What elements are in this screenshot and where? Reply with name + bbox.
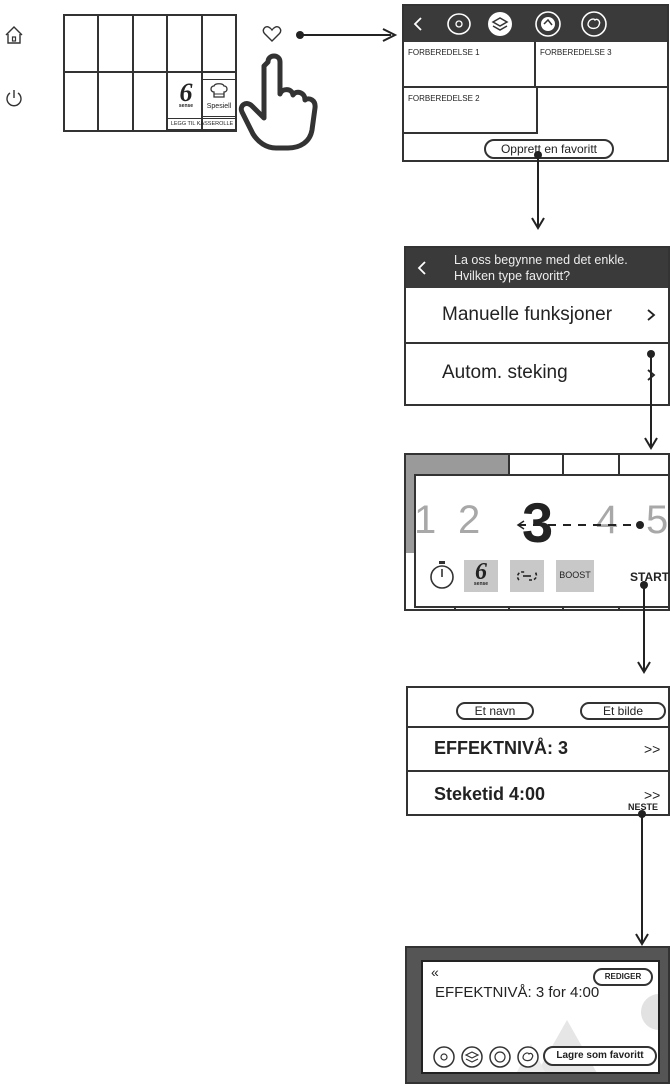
cook-mode-icon-1[interactable] [433, 1046, 455, 1068]
level-5[interactable]: 5 [646, 498, 669, 542]
power-level-row[interactable]: EFFEKTNIVÅ: 3 >> [408, 726, 668, 772]
favorite-slot-2[interactable]: FORBEREDELSE 2 [404, 88, 538, 134]
flow-arrow-4 [635, 810, 649, 946]
hand-pointer-icon [238, 53, 318, 151]
summary-text: EFFEKTNIVÅ: 3 for 4:00 [435, 984, 600, 1001]
image-button[interactable]: Et bilde [580, 702, 666, 720]
sixth-sense-icon[interactable]: 6 sense [178, 78, 194, 110]
back-double-icon[interactable]: « [431, 964, 439, 980]
special-button[interactable]: Spesiell [202, 79, 236, 117]
level-1[interactable]: 1 [414, 498, 437, 542]
cook-mode-icon-4[interactable] [517, 1046, 539, 1068]
next-button[interactable]: NESTE [628, 802, 659, 812]
summary-icons [433, 1046, 553, 1070]
cook-mode-icon-1[interactable] [446, 12, 472, 36]
slot-1-label: FORBEREDELSE 1 [408, 48, 480, 57]
slot-2-label: FORBEREDELSE 2 [408, 94, 480, 103]
sixth-sense-button[interactable]: 6 sense [464, 560, 498, 592]
hob-grid: 6 sense Spesiell LEGG TIL KASSEROLLE [63, 14, 237, 132]
flow-arrow-1 [531, 151, 545, 230]
favorites-topbar [404, 6, 667, 42]
connector-arrow [296, 28, 398, 42]
chevrons-icon: >> [644, 787, 661, 803]
favorite-slot-3[interactable]: FORBEREDELSE 3 [536, 42, 667, 88]
level-4[interactable]: 4 [596, 498, 619, 542]
name-button[interactable]: Et navn [456, 702, 534, 720]
favorite-slot-1[interactable]: FORBEREDELSE 1 [404, 42, 536, 88]
cook-mode-icon-2[interactable] [486, 10, 514, 38]
cook-time-label: Steketid 4:00 [434, 784, 546, 804]
option-auto-label: Autom. steking [442, 362, 568, 383]
type-topbar: La oss begynne med det enkle. Hvilken ty… [406, 248, 668, 288]
cook-mode-icon-4[interactable] [580, 10, 608, 38]
cook-mode-icon-2[interactable] [461, 1046, 483, 1068]
summary-card: « REDIGER EFFEKTNIVÅ: 3 for 4:00 Lagre s… [421, 960, 660, 1074]
option-manual-label: Manuelle funksjoner [442, 304, 613, 325]
chevrons-icon: >> [644, 741, 661, 757]
cook-mode-icon-3[interactable] [534, 10, 562, 38]
back-icon[interactable] [416, 260, 428, 276]
chain-link-icon [516, 571, 538, 581]
favorites-screen: FORBEREDELSE 1 FORBEREDELSE 3 FORBEREDEL… [402, 4, 669, 162]
back-icon[interactable] [412, 16, 424, 32]
cook-mode-icon-3[interactable] [489, 1046, 511, 1068]
power-icon[interactable] [5, 88, 23, 108]
power-level-popup: 1 2 3 4 5 6 sense BOOST START [414, 474, 670, 608]
heart-icon[interactable] [262, 25, 282, 43]
flow-arrow-3 [637, 581, 651, 674]
start-button[interactable]: START [630, 570, 670, 584]
flow-arrow-2 [644, 350, 658, 450]
slot-3-label: FORBEREDELSE 3 [540, 48, 612, 57]
bridge-button[interactable] [510, 560, 544, 592]
option-auto[interactable]: Autom. steking [406, 344, 668, 404]
option-manual[interactable]: Manuelle funksjoner [406, 288, 668, 344]
decor-circle [641, 994, 658, 1030]
type-prompt-line1: La oss begynne med det enkle. [454, 253, 628, 267]
home-icon[interactable] [4, 25, 24, 45]
chevron-right-icon [647, 309, 656, 321]
level-drag-indicator [516, 520, 644, 530]
boost-button[interactable]: BOOST [556, 560, 594, 592]
edit-button[interactable]: REDIGER [593, 968, 653, 986]
cook-time-row[interactable]: Steketid 4:00 >> [408, 772, 668, 814]
add-casserole-button[interactable]: LEGG TIL KASSEROLLE [167, 118, 237, 130]
create-favorite-button[interactable]: Opprett en favoritt [484, 139, 614, 159]
level-3-selected[interactable]: 3 [522, 491, 554, 554]
special-label: Spesiell [206, 103, 232, 110]
summary-screen: « REDIGER EFFEKTNIVÅ: 3 for 4:00 Lagre s… [405, 946, 670, 1084]
type-prompt-line2: Hvilken type favoritt? [454, 269, 571, 283]
settings-screen: Et navn Et bilde EFFEKTNIVÅ: 3 >> Steket… [406, 686, 670, 816]
power-level-label: EFFEKTNIVÅ: 3 [434, 738, 569, 758]
chef-hat-icon [210, 83, 228, 98]
level-2[interactable]: 2 [458, 498, 481, 542]
favorite-type-screen: La oss begynne med det enkle. Hvilken ty… [404, 246, 670, 406]
save-favorite-button[interactable]: Lagre som favoritt [543, 1046, 657, 1066]
timer-icon[interactable] [428, 560, 456, 590]
